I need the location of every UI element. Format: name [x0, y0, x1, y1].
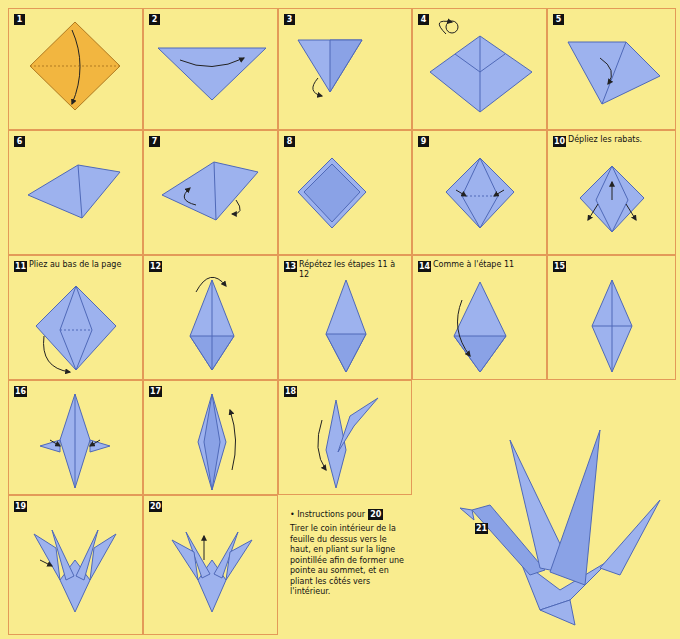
step-panel: 11Pliez au bas de la page: [8, 255, 143, 380]
step-number: 17: [149, 386, 162, 397]
step-number: 14: [418, 261, 431, 272]
step-number: 16: [14, 386, 27, 397]
step-panel: 16: [8, 380, 143, 495]
step-number: 10: [553, 136, 566, 147]
step-panel: 20: [143, 495, 278, 635]
step-panel: 14Comme à l'étape 11: [412, 255, 547, 380]
step-panel: 8: [278, 130, 412, 255]
step-panel: 2: [143, 8, 278, 130]
step-caption: Répétez les étapes 11 à 12: [299, 260, 399, 280]
instruction-text: • Instructions pour: [290, 510, 365, 521]
step-number: 8: [284, 136, 295, 147]
step-number: 20: [368, 509, 383, 520]
step-number: 12: [149, 261, 162, 272]
step-number: 5: [553, 14, 564, 25]
step-panel: 7: [143, 130, 278, 255]
step-number: 4: [418, 14, 429, 25]
step-number: 13: [284, 261, 297, 272]
step-number: 1: [14, 14, 25, 25]
step-number: 18: [284, 386, 297, 397]
step-caption: Dépliez les rabats.: [568, 135, 642, 145]
step-number: 9: [418, 136, 429, 147]
step-panel: 4: [412, 8, 547, 130]
step-panel: 12: [143, 255, 278, 380]
step-caption: Pliez au bas de la page: [29, 260, 121, 270]
step-panel: 9: [412, 130, 547, 255]
step-number: 20: [149, 501, 162, 512]
step-caption: Comme à l'étape 11: [433, 260, 514, 270]
step-panel: 10Dépliez les rabats.: [547, 130, 676, 255]
step-number: 15: [553, 261, 566, 272]
step-panel: 19: [8, 495, 143, 635]
step-panel: 17: [143, 380, 278, 495]
step-number: 6: [14, 136, 25, 147]
step-panel: 6: [8, 130, 143, 255]
step-panel: 5: [547, 8, 676, 130]
step-panel: 1: [8, 8, 143, 130]
step-number: 11: [14, 261, 27, 272]
step-number: 21: [475, 523, 488, 534]
step-number: 7: [149, 136, 160, 147]
step-number: 2: [149, 14, 160, 25]
step-panel: 13Répétez les étapes 11 à 12: [278, 255, 412, 380]
step-panel: 18: [278, 380, 412, 495]
step-number: 19: [14, 501, 27, 512]
instruction-text: Tirer le coin intérieur de la feuille du…: [290, 524, 408, 598]
step-panel: 3: [278, 8, 412, 130]
step-panel: 15: [547, 255, 676, 380]
step-panel: 21: [412, 380, 676, 635]
step-number: 3: [284, 14, 295, 25]
